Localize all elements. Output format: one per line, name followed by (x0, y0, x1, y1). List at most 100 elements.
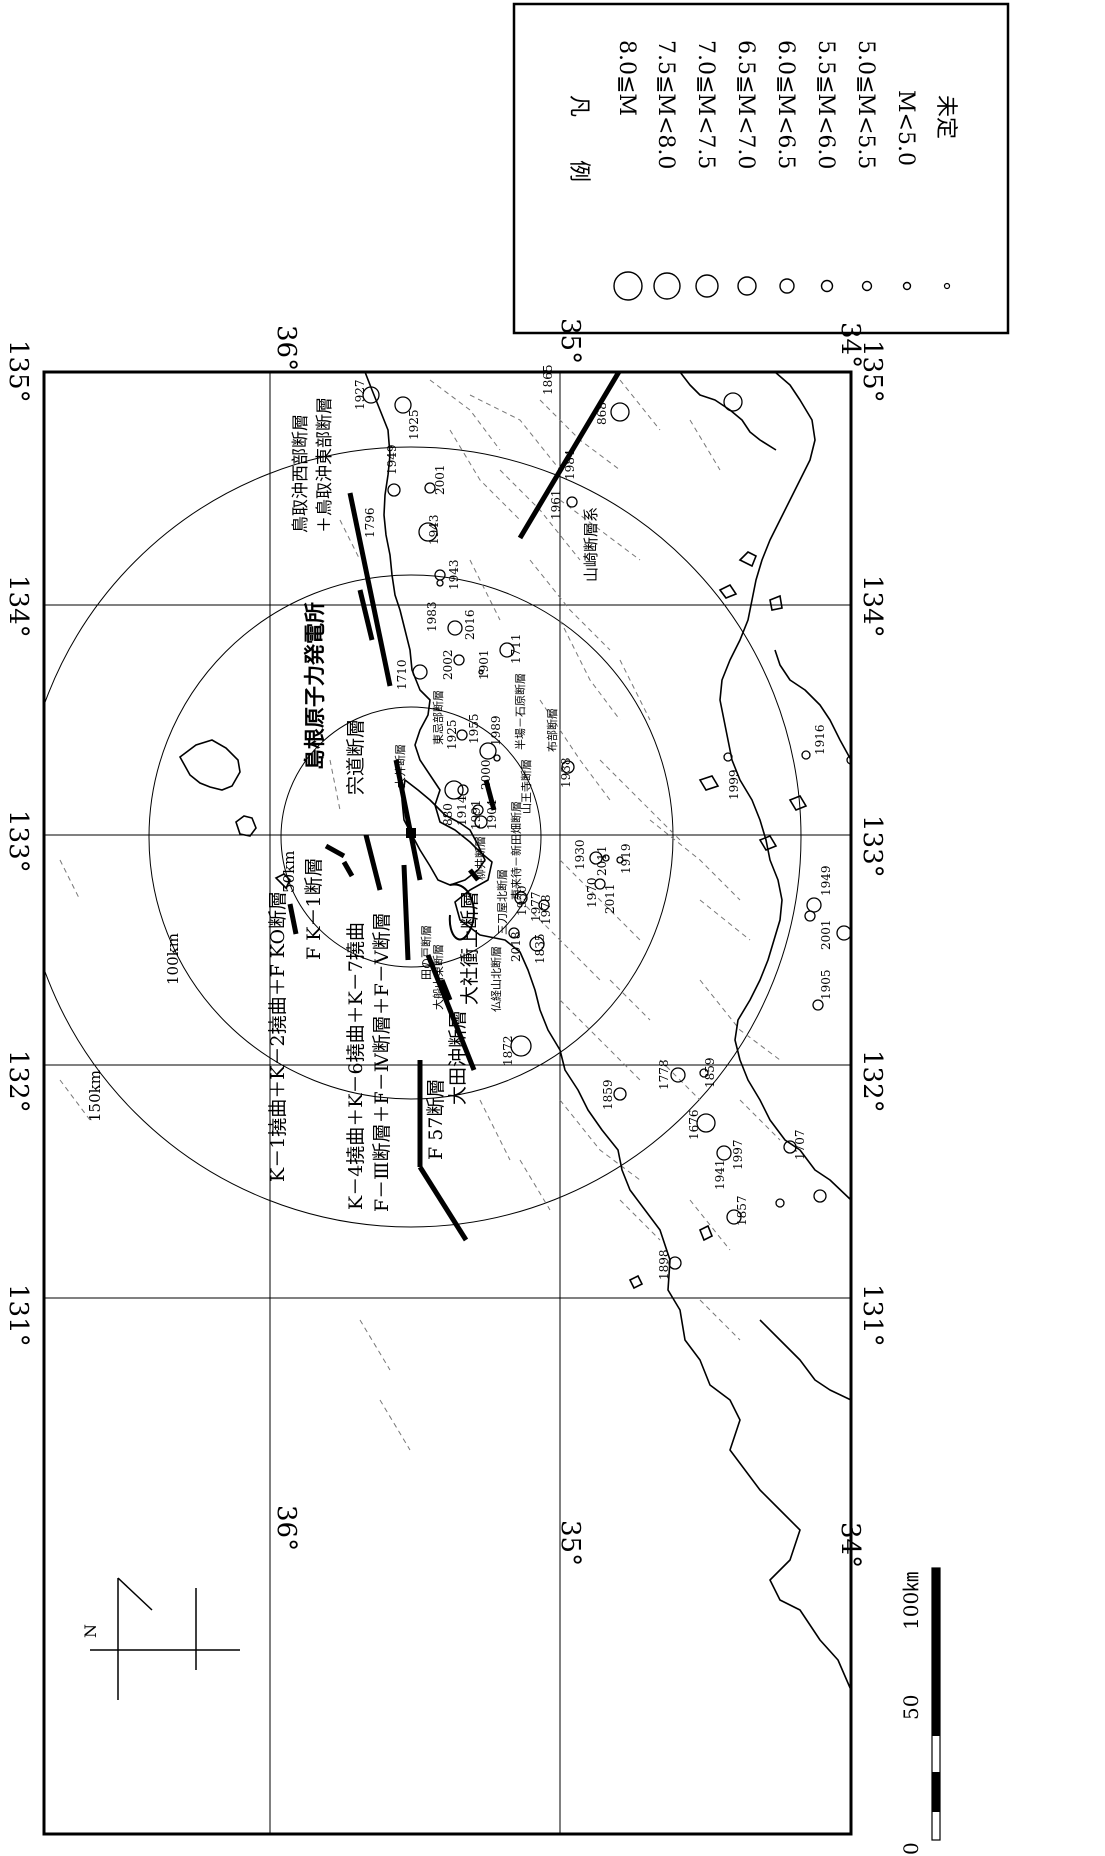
year-label: 1905 (819, 969, 833, 1000)
ring-labels: 50km 100km 150km (86, 851, 298, 1122)
legend-label: 6.0≦M<6.5 (773, 40, 798, 169)
legend-symbol (779, 278, 795, 294)
year-label: 1859 (703, 1057, 717, 1088)
label-yanai: 柳井断層 (473, 836, 487, 880)
legend-label: 7.0≦M<7.5 (693, 40, 718, 169)
year-label: 1961 (549, 489, 563, 520)
year-label: 1707 (793, 1129, 807, 1160)
lon-label-134-bottom: 134° (857, 575, 887, 638)
year-label: 2016 (463, 609, 477, 640)
distance-rings (44, 446, 802, 1228)
legend-symbol (943, 282, 951, 290)
year-label: 1943 (427, 514, 441, 545)
year-label: 1977 (529, 891, 543, 922)
year-label: 1950 (515, 885, 529, 916)
year-label: 1914 (455, 795, 469, 826)
lon-label-135-top: 135° (3, 340, 33, 403)
year-label: 1857 (735, 1195, 749, 1226)
lon-label-132-bottom: 132° (857, 1050, 887, 1113)
lat-label-36-right: 36° (271, 325, 301, 371)
year-label: 1796 (363, 507, 377, 538)
year-label: 2011 (603, 883, 617, 914)
ring-label-150km: 150km (86, 1070, 104, 1122)
year-label: 2011 (595, 845, 609, 876)
label-ofuna: 大船山東断層 (431, 944, 445, 1010)
legend-title-b: 例 (566, 160, 591, 182)
label-oda-oki-fault: 大田沖断層 (447, 1010, 469, 1105)
legend: 凡 例 8.0≦M 7.5≦M<8.0 7.0≦M<7.5 6.5≦M<7.0 … (512, 2, 1010, 335)
year-label: 1872 (501, 1035, 515, 1066)
year-label: 1970 (585, 877, 599, 908)
year-label: 1949 (385, 444, 399, 475)
legend-label: 5.0≦M<5.5 (853, 40, 878, 169)
year-label: 880 (441, 803, 455, 826)
legend-symbol (613, 271, 643, 301)
legend-frame (512, 2, 1010, 335)
event-years: 1927 1925 1865 868 1949 2001 1796 1943 1… (353, 364, 833, 1280)
year-label: 2002 (441, 649, 455, 680)
label-k1-flexure: K－1撓曲＋K－2撓曲＋F KO断層 (267, 891, 289, 1182)
label-butsukyo: 仏経山北断層 (489, 946, 503, 1012)
lon-label-134-top: 134° (3, 575, 33, 638)
label-fk1-fault: F K－1断層 (303, 857, 325, 960)
label-yamasaki-fault: 山崎断層系 (582, 507, 600, 582)
lon-label-133-bottom: 133° (857, 815, 887, 878)
map-frame (42, 370, 853, 1836)
label-sannoji: 山王寺断層 (519, 759, 533, 814)
legend-label: 5.5≦M<6.0 (813, 40, 838, 169)
north-arrow (90, 1577, 240, 1700)
legend-symbol (902, 281, 912, 291)
legend-symbol (695, 274, 719, 298)
year-label: 1991 (469, 799, 483, 830)
year-label: 1938 (559, 757, 573, 788)
year-label: 2018 (509, 931, 523, 962)
year-label: 1859 (601, 1079, 615, 1110)
year-label: 1983 (425, 601, 439, 632)
scale-label-50: 50 (899, 1695, 923, 1720)
year-label: 1710 (395, 659, 409, 690)
fault-outline-plant (448, 883, 475, 941)
year-label: 1778 (657, 1059, 671, 1090)
legend-label: 未定 (933, 95, 958, 139)
legend-title-a: 凡 (566, 95, 591, 117)
year-label: 1943 (447, 559, 461, 590)
north-label: N (81, 1624, 100, 1638)
label-fube: 布部断層 (545, 708, 559, 752)
year-label: 1904 (485, 799, 499, 830)
lat-label-36-left: 36° (271, 1505, 301, 1551)
label-higashi-imbe: 東忌部断層 (431, 690, 445, 745)
year-label: 1997 (731, 1139, 745, 1170)
label-k4-flexure: K－4撓曲＋K－6撓曲＋K－7撓曲 (345, 922, 367, 1210)
label-tottori-west: 鳥取沖西部断層 (291, 414, 311, 533)
label-mitoya: 三刀屋北断層 (495, 869, 509, 935)
year-label: 1941 (713, 1159, 727, 1190)
year-label: 1865 (541, 364, 555, 395)
label-tanokuchi: 田の戸断層 (419, 925, 433, 980)
year-label: 1955 (467, 713, 481, 744)
year-label: 1984 (563, 449, 577, 480)
label-shinji-fault: 宍道断層 (345, 719, 367, 795)
year-label: 1949 (819, 865, 833, 896)
minor-faults (59, 379, 781, 1451)
lon-label-133-top: 133° (3, 810, 33, 873)
label-oi: 大井断層 (393, 744, 407, 788)
scale-label-100km: 100㎞ (899, 1572, 923, 1630)
lon-label-131-bottom: 131° (857, 1284, 887, 1347)
lon-label-135-bottom: 135° (857, 340, 887, 403)
lon-label-132-top: 132° (3, 1050, 33, 1113)
year-label: 2001 (433, 464, 447, 495)
year-label: 1989 (489, 715, 503, 746)
legend-label: 8.0≦M (614, 40, 639, 116)
label-higashi-kimachi: 東来待－新田畑断層 (509, 801, 523, 900)
legend-label: 7.5≦M<8.0 (653, 40, 678, 169)
legend-symbol (820, 279, 834, 293)
islands (178, 551, 808, 1290)
year-label: 1927 (353, 379, 367, 410)
ring-label-100km: 100km (164, 933, 182, 985)
lat-label-35-right: 35° (555, 318, 585, 364)
year-label: 868 (595, 402, 609, 425)
earthquake-epicentres (362, 386, 851, 1270)
label-f3-fault: F－Ⅲ断層＋F－Ⅳ断層＋F－Ⅴ断層 (371, 912, 393, 1212)
year-label: 1925 (445, 719, 459, 750)
year-label: 1919 (619, 843, 633, 874)
